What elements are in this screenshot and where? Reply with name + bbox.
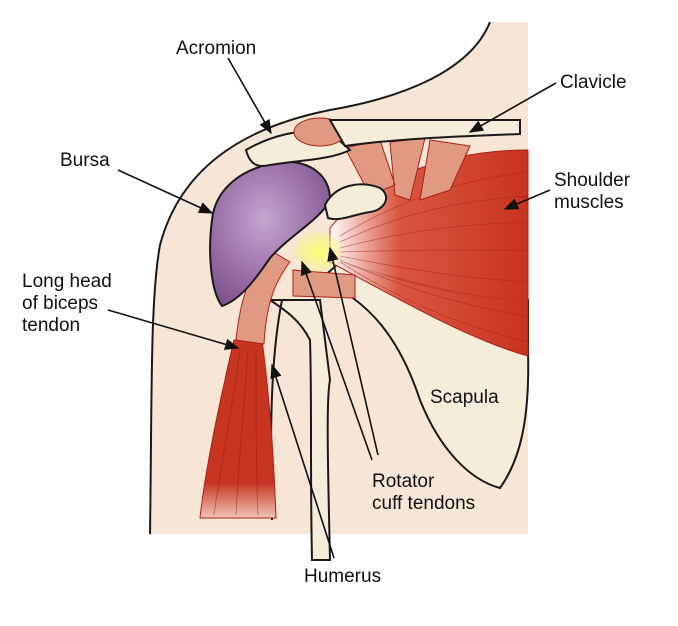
biceps-tendon	[235, 249, 291, 345]
pointer-lines	[107, 57, 557, 559]
pointer-clavicle	[468, 82, 557, 133]
pointer-bursa	[117, 169, 214, 214]
humerus-bone	[266, 299, 332, 561]
rotator-cuff-band	[292, 269, 356, 299]
label-biceps-tendon-3: tendon	[22, 315, 80, 336]
label-clavicle: Clavicle	[560, 72, 627, 93]
clavicle-muscle-slips	[344, 137, 471, 201]
bursa-sac	[209, 160, 332, 308]
pointer-acromion	[227, 57, 272, 135]
body-outline	[149, 21, 491, 535]
label-acromion: Acromion	[176, 38, 256, 59]
label-shoulder-muscles-2: muscles	[554, 192, 624, 213]
label-biceps-tendon-2: of biceps	[22, 293, 98, 314]
pointer-rotator-2	[327, 246, 379, 456]
pointer-humerus	[270, 363, 335, 559]
coracoid-process	[323, 183, 388, 221]
label-bursa: Bursa	[60, 150, 110, 171]
label-biceps-tendon-1: Long head	[22, 271, 112, 292]
label-shoulder-muscles-1: Shoulder	[554, 170, 631, 191]
pointer-rotator-1	[300, 260, 373, 461]
pointer-shoulder-muscles	[503, 189, 551, 210]
label-scapula: Scapula	[430, 387, 499, 408]
label-rotator-cuff-1: Rotator	[372, 471, 435, 492]
biceps-fibers	[213, 349, 259, 516]
label-humerus: Humerus	[304, 566, 381, 587]
pointer-biceps-tendon	[107, 309, 240, 350]
label-rotator-cuff-2: cuff tendons	[372, 493, 475, 514]
